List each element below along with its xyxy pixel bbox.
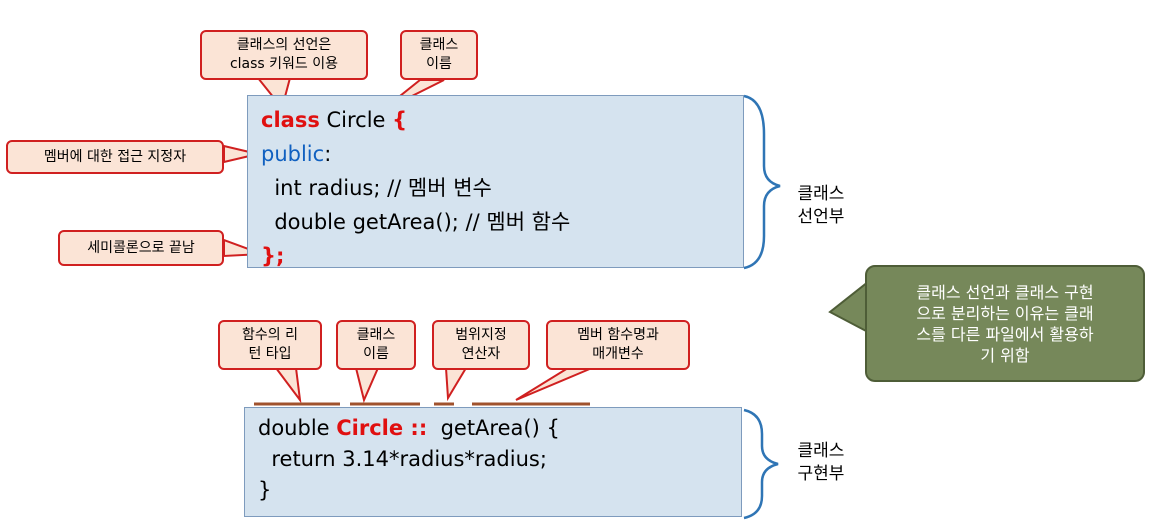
pointer-impl-class-name: [354, 367, 380, 404]
implementation-section-label: 클래스 구현부: [797, 441, 845, 484]
code-token: double: [258, 416, 337, 440]
code-token: }: [258, 478, 272, 502]
callout-access-specifier: 멤버에 대한 접근 지정자: [6, 140, 224, 174]
callout-impl-class-name: 클래스 이름: [336, 320, 416, 370]
code-token: Circle ::: [336, 416, 428, 440]
code-line: double Circle :: getArea() {: [258, 413, 741, 444]
code-token: double getArea(); // 멤버 함수: [261, 210, 571, 234]
pointer-note: [828, 279, 869, 334]
code-line: int radius; // 멤버 변수: [261, 171, 743, 205]
code-line: return 3.14*radius*radius;: [258, 444, 741, 475]
code-line: }: [258, 475, 741, 506]
pointer-scope-operator: [444, 367, 468, 402]
pointer-return-type: [274, 367, 302, 404]
code-token: int radius; // 멤버 변수: [261, 176, 492, 200]
code-token: return 3.14*radius*radius;: [258, 447, 547, 471]
code-token: };: [261, 244, 285, 268]
callout-scope-operator: 범위지정 연산자: [432, 320, 530, 370]
callout-class-name: 클래스 이름: [400, 30, 478, 80]
declaration-section-label: 클래스 선언부: [797, 184, 845, 227]
brace-declaration: [743, 94, 781, 270]
code-line: public:: [261, 137, 743, 171]
code-token: class: [261, 108, 320, 132]
brace-implementation: [743, 408, 779, 520]
pointer-member-function: [515, 367, 593, 401]
code-line: double getArea(); // 멤버 함수: [261, 205, 743, 239]
code-line: };: [261, 239, 743, 273]
code-token: Circle: [319, 108, 393, 132]
callout-member-function: 멤버 함수명과 매개변수: [546, 320, 690, 370]
code-line: class Circle {: [261, 103, 743, 137]
code-token: :: [324, 142, 332, 166]
callout-semicolon: 세미콜론으로 끝남: [58, 230, 224, 266]
callout-class-keyword: 클래스의 선언은 class 키워드 이용: [200, 30, 368, 80]
class-declaration-code-box: class Circle {public: int radius; // 멤버 …: [247, 95, 744, 268]
callout-return-type: 함수의 리 턴 타입: [218, 320, 322, 370]
code-token: {: [392, 108, 408, 132]
code-token: public: [261, 142, 325, 166]
code-token: getArea() {: [427, 416, 560, 440]
class-implementation-code-box: double Circle :: getArea() { return 3.14…: [244, 407, 742, 517]
separation-reason-note: 클래스 선언과 클래스 구현 으로 분리하는 이유는 클래 스를 다른 파일에서…: [865, 265, 1145, 382]
